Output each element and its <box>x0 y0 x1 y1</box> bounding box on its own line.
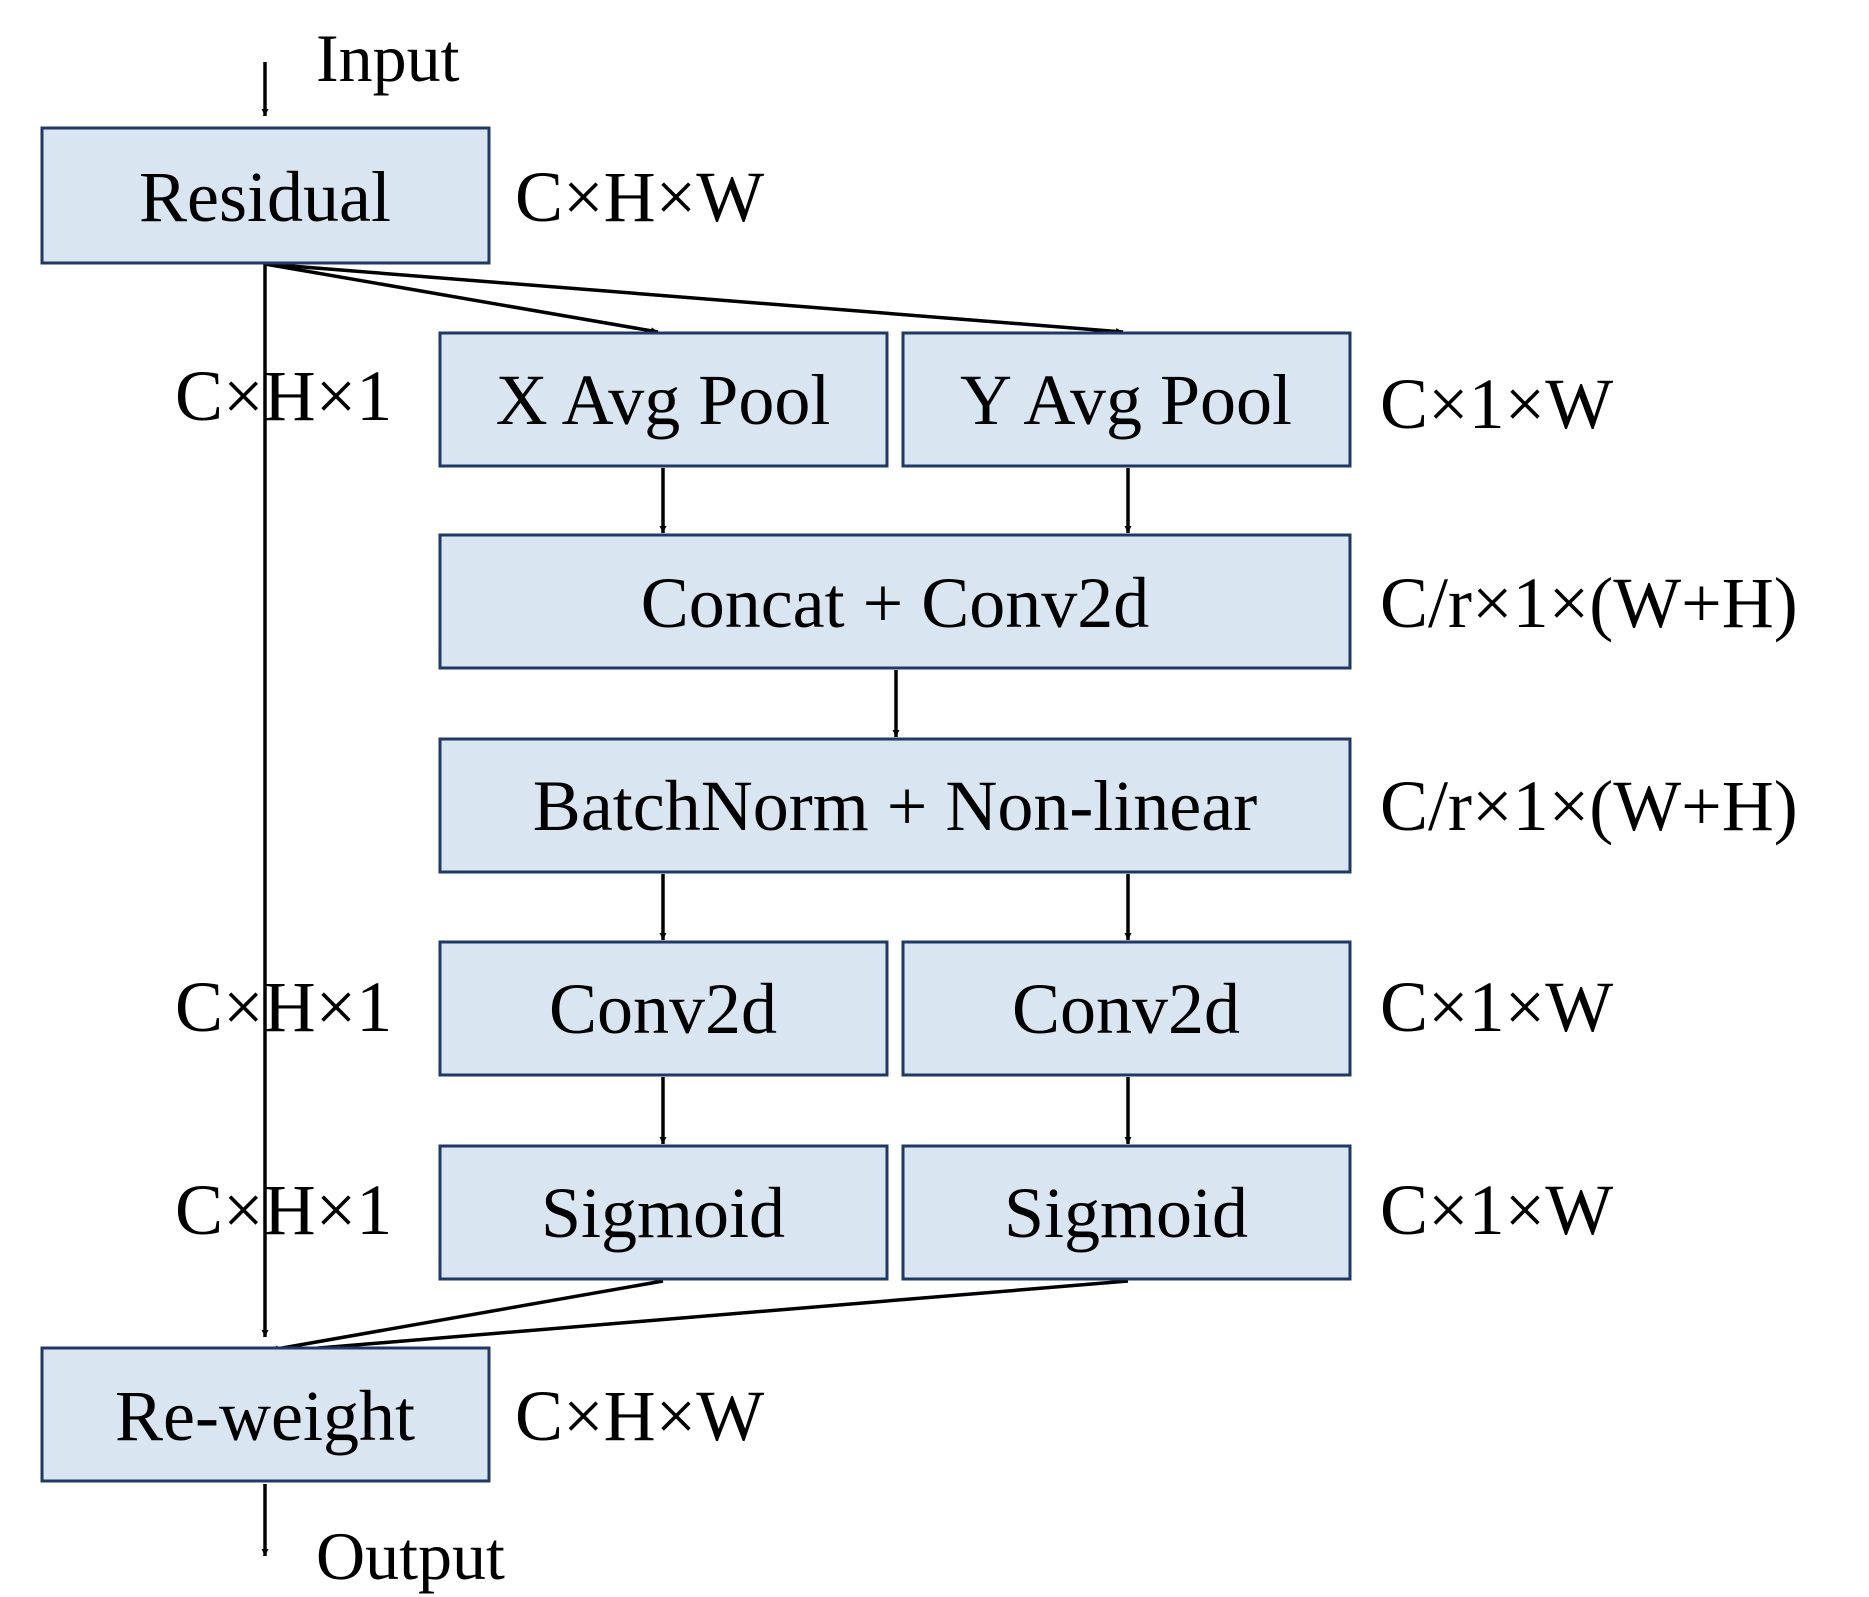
batchnorm-dim-label: C/r×1×(W+H) <box>1380 766 1798 846</box>
conv-right-dim-label: C×1×W <box>1380 967 1613 1047</box>
y-avg-pool-label: Y Avg Pool <box>960 360 1292 440</box>
x-pool-dim-label: C×H×1 <box>175 356 392 436</box>
sigmoid-right-block: Sigmoid <box>901 1144 1352 1281</box>
conv-right-label: Conv2d <box>1012 969 1240 1049</box>
batchnorm-label: BatchNorm + Non-linear <box>533 766 1257 846</box>
concat-dim-label: C/r×1×(W+H) <box>1380 563 1798 643</box>
sigmoid-left-label: Sigmoid <box>541 1173 785 1253</box>
conv-left-box <box>438 940 889 1077</box>
conv-left-block: Conv2d <box>438 940 889 1077</box>
conv-right-block: Conv2d <box>901 940 1352 1077</box>
concat-conv-box <box>438 533 1352 670</box>
x-avg-pool-block: X Avg Pool <box>438 331 889 468</box>
batchnorm-block: BatchNorm + Non-linear <box>438 737 1352 874</box>
x-avg-pool-label: X Avg Pool <box>496 360 831 440</box>
batchnorm-box <box>438 737 1352 874</box>
concat-conv-block: Concat + Conv2d <box>438 533 1352 670</box>
sigmoid-right-to-reweight-arrow <box>270 1279 1129 1355</box>
conv-left-label: Conv2d <box>549 969 777 1049</box>
y-pool-dim-label: C×1×W <box>1380 364 1613 444</box>
reweight-block: Re-weight <box>40 1346 491 1483</box>
sigmoid-left-block: Sigmoid <box>438 1144 889 1281</box>
input-label: Input <box>316 20 460 96</box>
x-avg-pool-box <box>438 331 889 468</box>
sigmoid-left-to-reweight-arrow <box>270 1279 664 1353</box>
residual-to-y-pool-arrow <box>264 262 1124 335</box>
residual-dim-label: C×H×W <box>515 157 764 237</box>
conv-left-dim-label: C×H×1 <box>175 967 392 1047</box>
sigmoid-right-label: Sigmoid <box>1004 1173 1248 1253</box>
reweight-label: Re-weight <box>115 1376 415 1456</box>
residual-to-x-pool-arrow <box>264 262 659 335</box>
conv-right-box <box>901 940 1352 1077</box>
residual-box <box>40 126 491 265</box>
sigmoid-left-dim-label: C×H×1 <box>175 1170 392 1250</box>
reweight-dim-label: C×H×W <box>515 1376 764 1456</box>
residual-block: Residual <box>40 126 491 265</box>
sigmoid-right-dim-label: C×1×W <box>1380 1170 1613 1250</box>
output-label: Output <box>316 1518 505 1594</box>
concat-conv-label: Concat + Conv2d <box>641 563 1150 643</box>
sigmoid-right-box <box>901 1144 1352 1281</box>
y-avg-pool-block: Y Avg Pool <box>901 331 1352 468</box>
sigmoid-left-box <box>438 1144 889 1281</box>
reweight-box <box>40 1346 491 1483</box>
residual-label: Residual <box>139 157 391 237</box>
y-avg-pool-box <box>901 331 1352 468</box>
edges <box>261 62 1132 1556</box>
